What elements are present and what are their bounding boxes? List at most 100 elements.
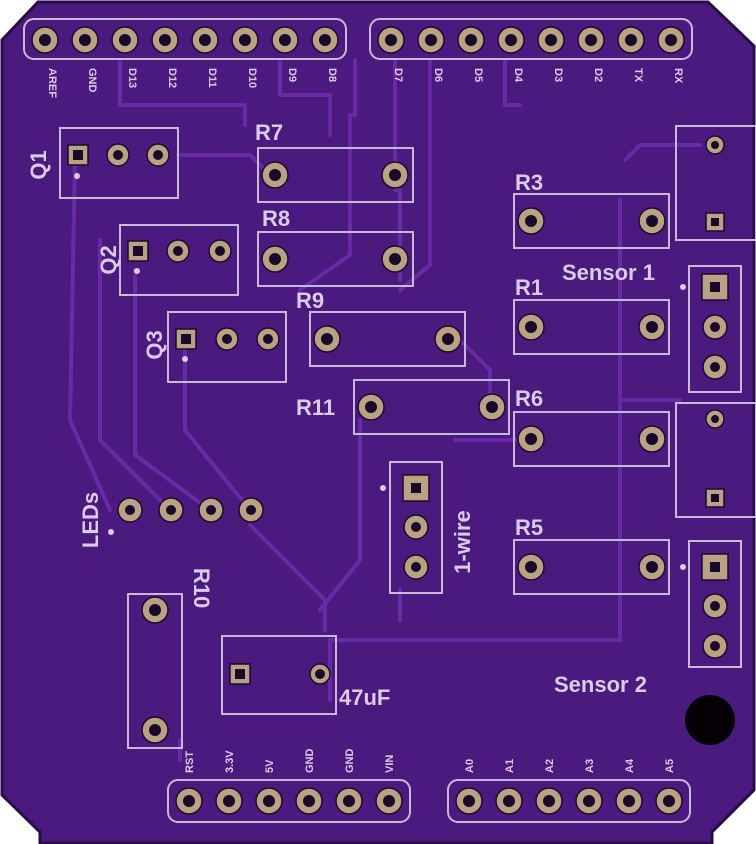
header-digital-low: D7 D6 D5 D4 D3 D2 TX RX [377, 26, 685, 84]
pin-a0: A0 [455, 759, 483, 815]
pin-label: RST [184, 751, 196, 773]
r3-label: R3 [515, 170, 543, 195]
pin-gnd: GND [295, 749, 323, 815]
q3-label: Q3 [142, 330, 167, 359]
onewire-header: 1-wire [380, 461, 475, 594]
cap-label: 47uF [339, 685, 390, 710]
pin-a4: A4 [615, 758, 643, 815]
header-digital-high: AREF GND D13 D12 D11 D10 D9 D8 [31, 26, 339, 98]
capacitor-47uf: 47uF [221, 635, 390, 715]
resistor-r9: R9 [296, 288, 466, 367]
pin-label: A0 [464, 759, 476, 773]
pin-label: D11 [206, 68, 218, 88]
pin-d6: D6 [417, 26, 445, 82]
resistor-r11: R11 [296, 379, 510, 435]
header-digital-low-outline [369, 18, 693, 60]
pin-label: A4 [624, 758, 636, 773]
header-power: RST 3.3V 5V GND GND VIN [175, 749, 403, 815]
leds-header: LEDs [78, 492, 264, 548]
resistor-r8: R8 [257, 206, 414, 287]
pin-label: AREF [46, 68, 58, 98]
pin-d11: D11 [191, 26, 219, 88]
pin-d12: D12 [151, 26, 179, 88]
pin-a3: A3 [575, 759, 603, 815]
pin-5v: 5V [255, 759, 283, 815]
pin-d8: D8 [311, 26, 339, 82]
pin-label: D8 [326, 68, 338, 82]
pin-label: TX [632, 68, 644, 83]
pin-a5: A5 [655, 759, 683, 815]
r5-label: R5 [515, 515, 543, 540]
pin-label: D13 [126, 68, 138, 88]
pin-d13: D13 [111, 26, 139, 88]
q2-label: Q2 [96, 245, 121, 274]
pin-d2: D2 [577, 26, 605, 82]
pin-label: A2 [544, 759, 556, 773]
pin-label: D10 [246, 68, 258, 88]
leds-label: LEDs [78, 492, 103, 548]
pin-label: GND [344, 749, 356, 774]
header-analog-outline [447, 779, 691, 823]
r11-label: R11 [296, 395, 335, 420]
sensor2-header: Sensor 2 [554, 540, 742, 697]
r9-label: R9 [296, 288, 324, 313]
pin-label: D7 [392, 68, 404, 82]
pin-d9: D9 [271, 26, 299, 82]
transistor-q1: Q1 [26, 127, 179, 199]
pin-label: VIN [384, 755, 396, 773]
resistor-r3: R3 [513, 170, 670, 249]
sensor1-terminal-top [675, 125, 756, 241]
pin-label: D9 [286, 68, 298, 82]
pin-d5: D5 [457, 26, 485, 82]
pin-d3: D3 [537, 26, 565, 82]
pin-rst: RST [175, 751, 203, 815]
r1-label: R1 [515, 275, 543, 300]
pin-d7: D7 [377, 26, 405, 82]
transistor-q2: Q2 [96, 224, 239, 296]
resistor-r5: R5 [513, 515, 670, 595]
pin-tx: TX [617, 26, 645, 83]
r10-label: R10 [189, 568, 214, 608]
header-analog: A0 A1 A2 A3 A4 A5 [455, 758, 683, 815]
transistor-q3: Q3 [142, 311, 287, 383]
resistor-r7: R7 [255, 120, 414, 203]
resistor-r6: R6 [513, 386, 670, 467]
pin-label: GND [86, 68, 98, 93]
traces [68, 58, 702, 762]
pin-label: A1 [504, 759, 516, 773]
pin-d4: D4 [497, 26, 525, 83]
pin-gnd: GND [71, 26, 99, 93]
pin-label: D2 [592, 68, 604, 82]
onewire-label: 1-wire [450, 510, 475, 574]
pin-3-3v: 3.3V [215, 750, 243, 815]
pin-label: GND [304, 749, 316, 774]
resistor-r1: R1 [513, 275, 670, 355]
pin-label: D5 [472, 68, 484, 82]
pin-label: D6 [432, 68, 444, 82]
q1-label: Q1 [26, 150, 51, 179]
sensor1-header: Sensor 1 [562, 260, 742, 393]
sensor2-terminal-top [675, 402, 756, 518]
mounting-hole [685, 695, 735, 745]
sensor1-label: Sensor 1 [562, 260, 655, 285]
pin-aref: AREF [31, 26, 59, 98]
pin-label: 3.3V [224, 750, 236, 773]
sensor2-label: Sensor 2 [554, 672, 647, 697]
resistor-r10: R10 [127, 568, 214, 749]
header-digital-high-outline [23, 18, 347, 60]
pin-d10: D10 [231, 26, 259, 88]
pin-label: D4 [512, 68, 524, 83]
pin-gnd: GND [335, 749, 363, 815]
pin-label: 5V [264, 759, 276, 773]
pin-label: D3 [552, 68, 564, 82]
pin-label: D12 [166, 68, 178, 88]
r7-label: R7 [255, 120, 283, 145]
pin-label: A5 [664, 759, 676, 773]
r8-label: R8 [262, 206, 290, 231]
r6-label: R6 [515, 386, 543, 411]
pin-a2: A2 [535, 759, 563, 815]
pin-rx: RX [657, 26, 685, 84]
pin-vin: VIN [375, 755, 403, 815]
